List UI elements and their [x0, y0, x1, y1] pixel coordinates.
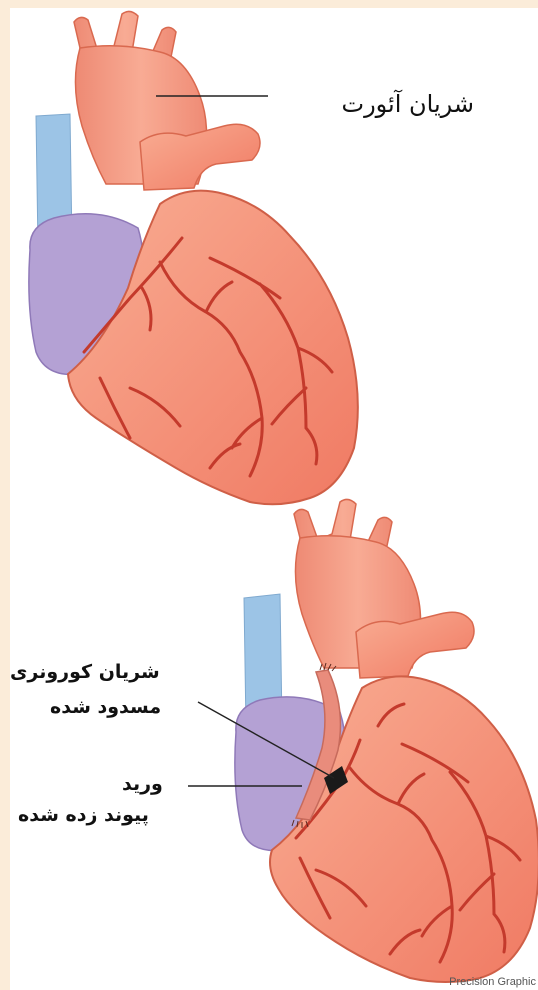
- image-credit: Precision Graphic: [449, 976, 536, 988]
- diagram-canvas: شریان آئورت شریان کورونری مسدود شده ورید…: [10, 8, 538, 990]
- blocked-coronary-label-line1: شریان کورونری: [10, 661, 160, 683]
- graft-vein-label-line2: پیوند زده شده: [18, 804, 149, 826]
- aorta-label: شریان آئورت: [341, 90, 474, 118]
- graft-vein-label-line1: ورید: [122, 773, 163, 795]
- blocked-coronary-label-line2: مسدود شده: [50, 696, 161, 718]
- bottom-heart: [235, 499, 538, 982]
- pulmonary-trunk-bottom: [356, 612, 474, 678]
- top-heart: [29, 11, 358, 504]
- heart-illustration: [10, 8, 538, 990]
- pulmonary-trunk-top: [140, 124, 260, 190]
